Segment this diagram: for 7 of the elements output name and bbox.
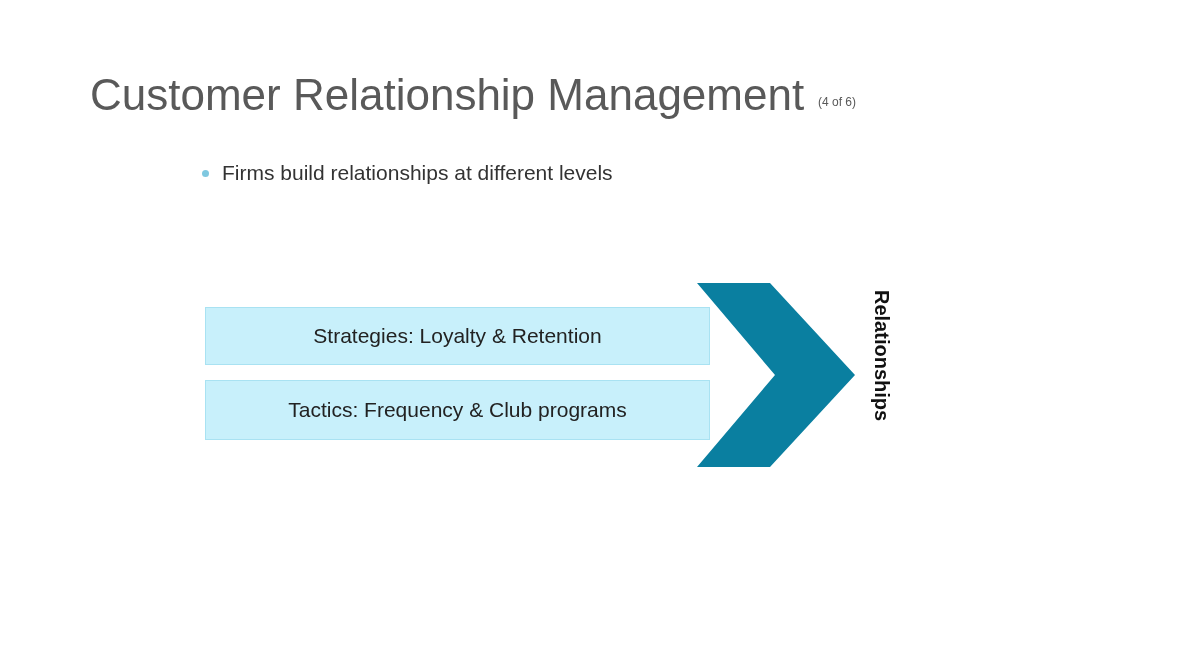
vertical-label: Relationships [870, 290, 893, 422]
page-counter: (4 of 6) [818, 95, 856, 109]
tactics-box: Tactics: Frequency & Club programs [205, 380, 710, 440]
strategy-box: Strategies: Loyalty & Retention [205, 307, 710, 365]
chevron-arrow [697, 283, 855, 467]
bullet-text: Firms build relationships at different levels [222, 161, 613, 185]
slide-title: Customer Relationship Management [90, 70, 805, 120]
